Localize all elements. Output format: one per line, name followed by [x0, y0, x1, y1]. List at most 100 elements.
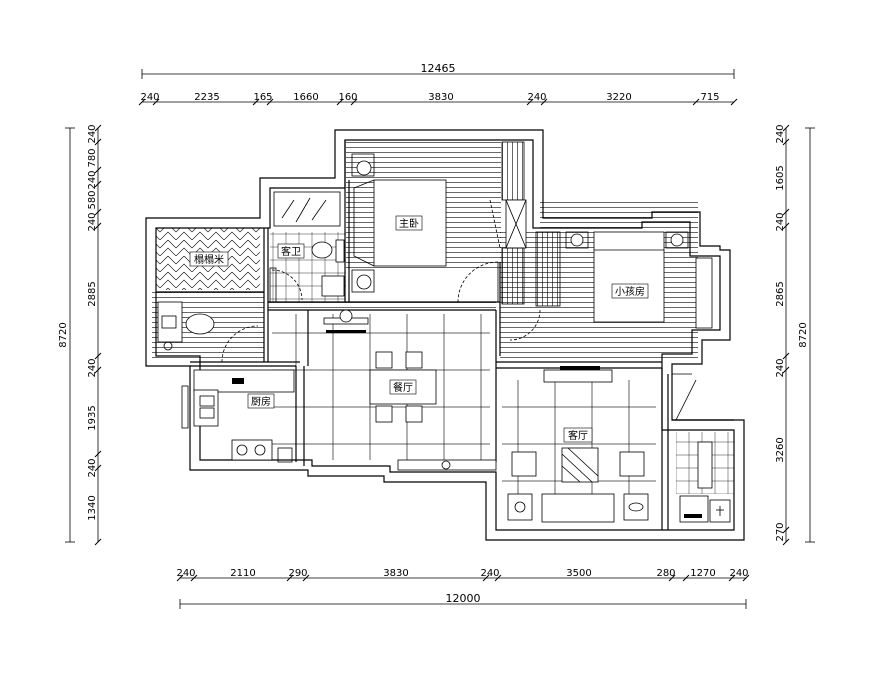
dimension-tick [252, 98, 260, 106]
walls [145, 129, 745, 541]
left-seg-5: 240 [87, 212, 98, 231]
dimension-tick [152, 98, 160, 106]
dimension-tick [526, 98, 534, 106]
dimension-tick [494, 574, 502, 582]
dimension-tick [728, 574, 736, 582]
dimension-tick [782, 208, 790, 216]
dimension-tick [302, 574, 310, 582]
armchair [511, 451, 537, 477]
dimension-tick [730, 98, 738, 106]
top-seg-3: 165 [253, 92, 272, 103]
top-seg-9: 715 [700, 92, 719, 103]
left-seg-8: 1935 [87, 405, 98, 430]
top-seg-4: 1660 [293, 92, 318, 103]
sideboard [397, 459, 497, 471]
dimension-tick [782, 124, 790, 132]
left-seg-1: 240 [87, 124, 98, 143]
left-total-dimension: 8720 [58, 322, 69, 347]
left-seg-7: 240 [87, 358, 98, 377]
lamp-icon [356, 274, 372, 290]
top-seg-2: 2235 [194, 92, 219, 103]
top-seg-7: 240 [527, 92, 546, 103]
dimension-tick [782, 526, 790, 534]
dimension-tick [94, 538, 102, 546]
lamp-icon [670, 233, 684, 247]
washing-machine [679, 495, 709, 523]
top-seg-8: 3220 [606, 92, 631, 103]
top-seg-6: 3830 [428, 92, 453, 103]
coffee-table [561, 447, 599, 483]
left-seg-2: 780 [87, 148, 98, 167]
dimension-tick [266, 98, 274, 106]
dimension-tick [94, 208, 102, 216]
right-total-dimension: 8720 [798, 322, 809, 347]
kids-bed [593, 231, 665, 323]
bottom-seg-3: 290 [288, 568, 307, 579]
dimension-tick [336, 98, 344, 106]
bottom-seg-2: 2110 [230, 568, 255, 579]
toilet-icon [311, 241, 333, 259]
dimension-tick [94, 222, 102, 230]
right-seg-2: 1605 [775, 165, 786, 190]
bottom-seg-7: 280 [656, 568, 675, 579]
dimension-tick [742, 574, 750, 582]
sofa [541, 493, 615, 523]
left-seg-10: 1340 [87, 495, 98, 520]
dimension-tick [782, 352, 790, 360]
shelf [697, 441, 713, 489]
lamp-icon [356, 160, 372, 176]
dimension-tick [138, 98, 146, 106]
dimension-tick [94, 138, 102, 146]
room-labels: 榻榻米 客卫 主卧 小孩房 餐厅 厨房 客厅 [189, 215, 649, 443]
furniture [157, 141, 731, 523]
dimension-lines: 12465 240 2235 165 1660 160 3830 240 322… [58, 62, 815, 609]
bottom-seg-8: 1270 [690, 568, 715, 579]
left-seg-4: 580 [87, 190, 98, 209]
door-swings [221, 199, 541, 363]
toilet-icon [185, 313, 215, 335]
dimension-tick [350, 98, 358, 106]
lamp-icon [570, 233, 584, 247]
tv-cabinet [543, 369, 613, 383]
sink-icon [321, 275, 345, 297]
left-seg-9: 240 [87, 458, 98, 477]
dimension-tick [782, 538, 790, 546]
room-label-dining: 餐厅 [393, 381, 413, 394]
dimension-tick [94, 166, 102, 174]
dimension-tick [540, 98, 548, 106]
dimension-tick [782, 138, 790, 146]
dimension-tick [782, 366, 790, 374]
room-label-kids-room: 小孩房 [615, 285, 645, 298]
dimension-tick [190, 574, 198, 582]
left-seg-3: 240 [87, 170, 98, 189]
room-label-bathroom: 客卫 [281, 245, 301, 258]
top-total-dimension: 12465 [421, 62, 456, 75]
bottom-seg-4: 3830 [383, 568, 408, 579]
dimension-tick [176, 574, 184, 582]
dimension-tick [668, 574, 676, 582]
dimension-tick [692, 98, 700, 106]
top-seg-1: 240 [140, 92, 159, 103]
right-seg-6: 3260 [775, 437, 786, 462]
room-label-living: 客厅 [568, 429, 588, 442]
dimension-tick [94, 124, 102, 132]
bottom-total-dimension: 12000 [446, 592, 481, 605]
dimension-tick [94, 464, 102, 472]
bottom-seg-6: 3500 [566, 568, 591, 579]
dimension-tick [94, 450, 102, 458]
room-label-tatami: 榻榻米 [194, 253, 224, 266]
armchair [619, 451, 645, 477]
wardrobe [501, 141, 525, 201]
desk [695, 257, 713, 329]
wardrobe [535, 231, 561, 307]
bathtub [273, 191, 341, 227]
dimension-tick [94, 352, 102, 360]
dimension-tick [94, 180, 102, 188]
right-seg-3: 240 [775, 212, 786, 231]
lamp-icon [339, 309, 353, 323]
room-label-master-bedroom: 主卧 [399, 217, 419, 230]
right-seg-7: 270 [775, 522, 786, 541]
right-seg-4: 2865 [775, 281, 786, 306]
room-label-kitchen: 厨房 [251, 395, 271, 408]
bottom-seg-5: 240 [480, 568, 499, 579]
